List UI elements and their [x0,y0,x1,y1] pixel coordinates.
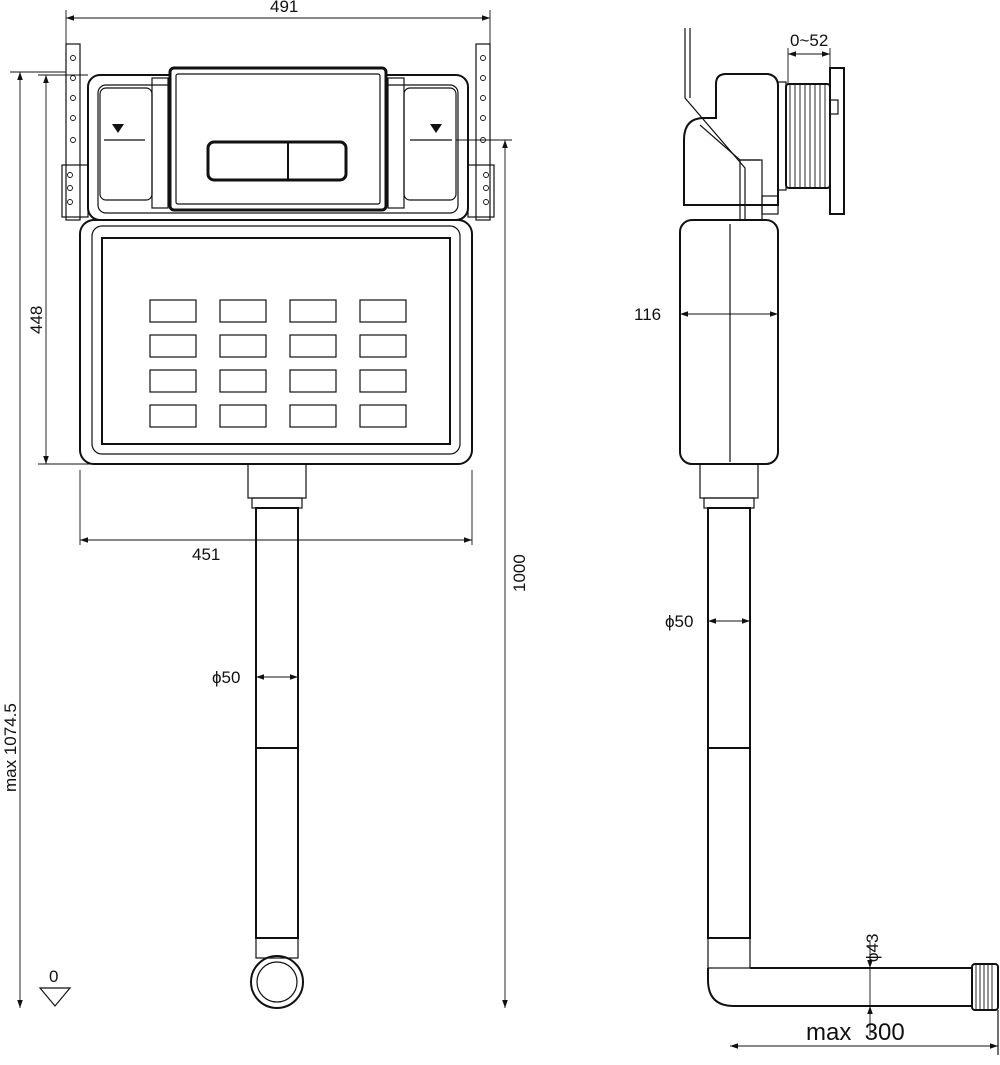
upper-housing [87,66,469,221]
dim-pipe-side: ϕ50 [665,612,750,631]
dim-adjust-label: 0~52 [790,31,828,50]
dim-tank-height-label: 448 [27,306,46,334]
dim-tank-width: 451 [79,470,473,564]
dim-pipe-front-label: ϕ50 [212,668,240,687]
floor-level-label: 0 [49,967,58,986]
dim-total-height: max 1074.5 [1,71,66,1008]
flush-pipe-front [247,463,307,1009]
dim-depth: 116 [634,305,778,324]
floor-level-marker: 0 [38,967,72,1007]
side-upper-housing [683,73,779,221]
dim-total-height-label: max 1074.5 [1,703,20,792]
dim-frame-height-label: 1000 [510,554,529,592]
cistern-tank [79,219,473,465]
dim-pipe-side-label: ϕ50 [665,612,693,631]
tank-grille [149,299,407,428]
dim-outlet-diameter: ϕ43 [863,934,882,1036]
dim-outlet-diameter-label: ϕ43 [863,934,882,962]
side-tank-body [679,219,779,465]
dim-outlet-length-label: max 300 [806,1019,905,1046]
dim-tank-width-label: 451 [192,545,220,564]
dim-outlet-length: max 300 [730,1019,998,1049]
dim-top-width: 491 [65,0,491,70]
dim-adjust: 0~52 [787,31,831,84]
dim-tank-height: 448 [27,74,100,465]
flush-pipe-side [699,463,972,1007]
frame-rail-right [467,43,495,221]
dim-depth-label: 116 [634,305,661,324]
dim-top-width-label: 491 [270,0,298,16]
side-threaded-connector [777,67,845,215]
side-view: 0~52 116 [634,28,999,1055]
dim-frame-height: 1000 [456,139,529,1008]
side-outlet-thread [971,963,999,1055]
dim-pipe-front: ϕ50 [212,668,298,687]
front-view: 491 [1,0,529,1009]
frame-rail-left [61,43,89,221]
